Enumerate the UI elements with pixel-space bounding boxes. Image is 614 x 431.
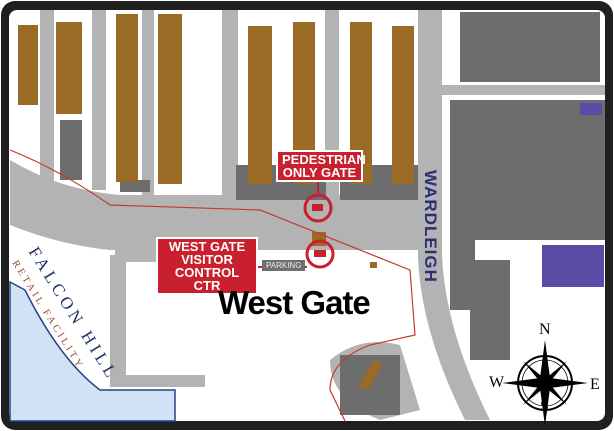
purple-building-small [580,103,602,115]
callout-line: VISITOR [181,252,233,267]
compass-east: E [590,376,600,393]
purple-building [542,245,604,287]
map-title: West Gate [218,284,371,321]
callout-line: CONTROL CTR [174,265,240,293]
compass-north: N [539,321,551,338]
buildings [18,14,414,391]
compass-west: W [489,374,505,391]
callout-line: ONLY GATE [282,165,357,180]
visitor-center-marker[interactable] [305,239,335,269]
compass-rose-icon [502,340,588,426]
visitor-center-icon [314,250,326,257]
water-area [9,280,176,422]
compass-south: S [540,398,549,415]
callout-line: PEDESTRIAN [282,152,366,167]
road-label-wardleigh: WARDLEIGH [421,170,440,283]
callout-line: WEST GATE [168,239,246,254]
fence-line [9,149,416,422]
visitor-control-center-callout: WEST GATE VISITOR CONTROL CTR [156,237,258,295]
parking-label: PARKING [262,260,306,271]
pedestrian-gate-callout: PEDESTRIAN ONLY GATE [276,150,366,182]
pedestrian-gate-icon [312,204,323,211]
